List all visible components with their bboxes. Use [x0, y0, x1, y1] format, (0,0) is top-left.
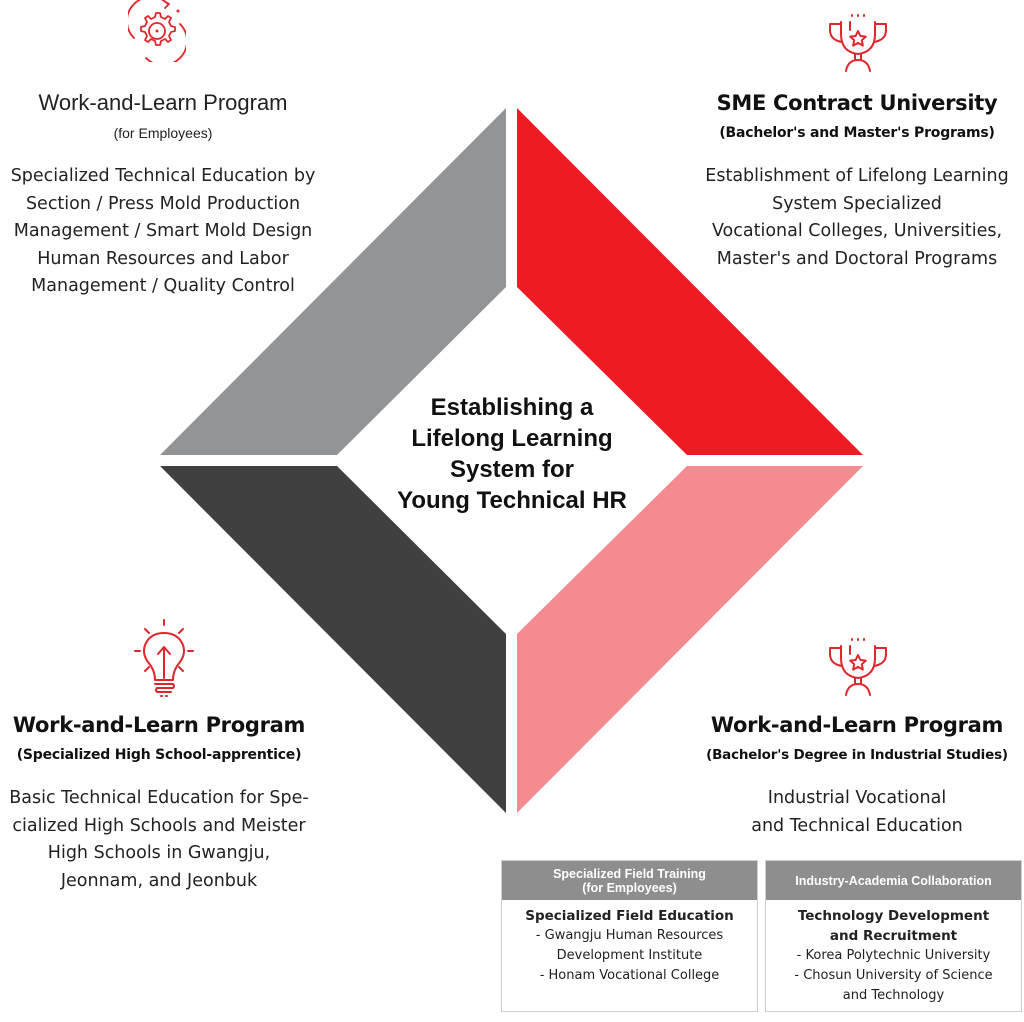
quadrant-desc-line: Human Resources and Labor	[37, 248, 289, 269]
center-title-line: Lifelong Learning	[411, 425, 613, 452]
quadrant-desc-line: Management / Quality Control	[31, 276, 295, 296]
center-title-line: System for	[449, 456, 575, 483]
box-header: Specialized Field Training (for Employee…	[502, 861, 757, 900]
segment-bottom-right	[517, 466, 863, 813]
segment-bottom-left	[160, 466, 506, 813]
box-item: - Chosun University of Science	[794, 968, 993, 983]
box-item: Development Institute	[556, 948, 703, 963]
quadrant-subtitle: (Specialized High School-apprentice)	[16, 747, 302, 763]
quadrant-bottom-left: Work-and-Learn Program (Specialized High…	[0, 710, 318, 895]
quadrant-desc-line: Industrial Vocational	[767, 788, 947, 808]
quadrant-top-right: SME Contract University (Bachelor's and …	[690, 88, 1024, 273]
quadrant-desc-line: Management / Smart Mold Design	[13, 221, 313, 241]
quadrant-desc-line: Specialized Technical Education by	[10, 166, 316, 186]
quadrant-desc-line: Master's and Doctoral Programs	[716, 248, 998, 269]
box-body: Technology Development and Recruitment -…	[766, 900, 1021, 1006]
box-item: - Gwangju Human Resources	[535, 928, 724, 943]
quadrant-title: Work-and-Learn Program	[12, 713, 306, 737]
box-item: and Technology	[842, 988, 945, 1003]
quadrant-title: SME Contract University	[716, 91, 998, 115]
quadrant-subtitle: (for Employees)	[113, 125, 213, 141]
quadrant-desc-line: Establishment of Lifelong Learning	[705, 166, 1009, 186]
quadrant-desc-line: Vocational Colleges, Universities,	[711, 221, 1003, 241]
quadrant-title: Work-and-Learn Program	[710, 713, 1004, 737]
box-header-line: Industry-Academia Collaboration	[795, 873, 992, 888]
center-title-line: Establishing a	[430, 394, 594, 421]
segment-top-right	[517, 108, 863, 455]
quadrant-desc-line: Jeonnam, and Jeonbuk	[60, 870, 258, 891]
center-title-line: Young Technical HR	[397, 487, 627, 514]
info-box-field-training: Specialized Field Training (for Employee…	[501, 860, 758, 1012]
box-body: Specialized Field Education - Gwangju Hu…	[502, 900, 757, 986]
box-header: Industry-Academia Collaboration	[766, 861, 1021, 900]
box-title: Technology Development	[797, 908, 990, 924]
quadrant-desc-line: High Schools in Gwangju,	[47, 843, 271, 863]
quadrant-top-left: Work-and-Learn Program (for Employees) S…	[0, 88, 326, 301]
segment-top-left	[160, 108, 506, 455]
info-box-industry-academia: Industry-Academia Collaboration Technolo…	[765, 860, 1022, 1012]
quadrant-desc-line: System Specialized	[772, 193, 942, 214]
box-title: and Recruitment	[829, 928, 958, 944]
quadrant-desc-line: Basic Technical Education for Spe-	[9, 788, 309, 808]
box-header-line: Specialized Field Training	[553, 866, 706, 881]
quadrant-title: Work-and-Learn Program	[38, 90, 288, 115]
quadrant-bottom-right: Work-and-Learn Program (Bachelor's Degre…	[690, 710, 1024, 840]
lightbulb-arrow-icon	[134, 619, 194, 697]
quadrant-subtitle: (Bachelor's and Master's Programs)	[719, 125, 995, 141]
box-item: - Honam Vocational College	[539, 968, 720, 983]
quadrant-desc-line: cialized High Schools and Meister	[12, 815, 306, 836]
trophy-star-icon	[829, 638, 887, 696]
box-header-line: (for Employees)	[582, 880, 677, 895]
quadrant-subtitle: (Bachelor's Degree in Industrial Studies…	[706, 747, 1008, 763]
quadrant-desc-line: Section / Press Mold Production	[25, 193, 301, 214]
center-title: Establishing a Lifelong Learning System …	[380, 392, 644, 516]
box-item: - Korea Polytechnic University	[796, 948, 991, 963]
quadrant-desc-line: and Technical Education	[751, 815, 963, 836]
trophy-star-icon	[829, 14, 887, 72]
gear-cycle-icon	[128, 0, 186, 62]
box-title: Specialized Field Education	[525, 908, 734, 924]
